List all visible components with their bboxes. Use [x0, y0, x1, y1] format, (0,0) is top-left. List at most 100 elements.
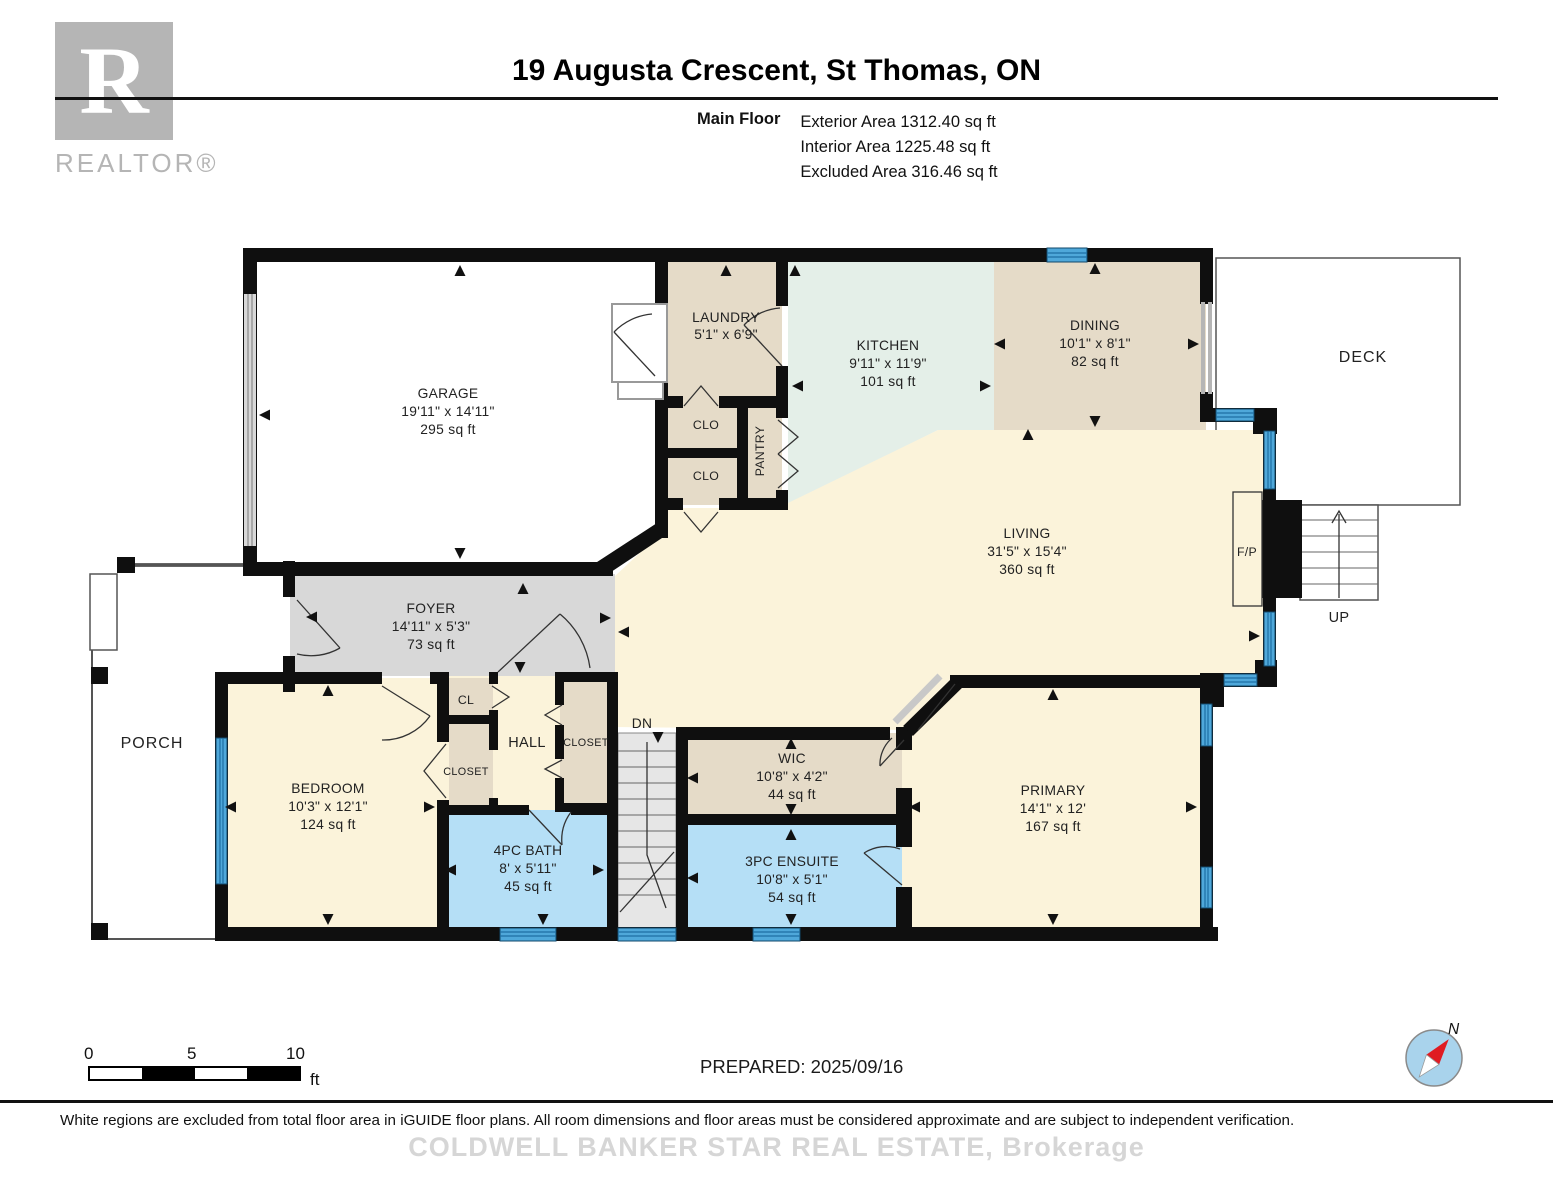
stairs-down — [617, 732, 677, 930]
realtor-logo: R REALTOR® — [55, 22, 219, 179]
deck-label: DECK — [1339, 349, 1387, 366]
interior-area: Interior Area 1225.48 sq ft — [800, 138, 991, 156]
garage-area: 295 sq ft — [420, 422, 476, 437]
clo-upper-bifold — [683, 384, 719, 407]
disclaimer-text: White regions are excluded from total fl… — [60, 1112, 1295, 1129]
kitchen-label: KITCHEN — [857, 338, 920, 353]
closet-hall-label: CLOSET — [563, 737, 609, 749]
bedroom-fill — [221, 678, 445, 933]
pantry-label: PANTRY — [753, 426, 767, 477]
area-stats: Exterior Area 1312.40 sq ft Interior Are… — [800, 110, 997, 185]
ensuite-area: 54 sq ft — [768, 890, 816, 905]
living-fill — [615, 430, 1270, 730]
garage-laundry-door — [613, 313, 656, 377]
clo-lower-label: CLO — [693, 469, 719, 483]
foyer-area: 73 sq ft — [407, 637, 455, 652]
pocket-door-primary — [892, 673, 943, 725]
cl-label: CL — [458, 693, 474, 707]
primary-label: PRIMARY — [1021, 783, 1086, 798]
porch-label: PORCH — [121, 735, 184, 752]
foyer-dims: 14'11" x 5'3" — [392, 619, 471, 634]
laundry-kitchen-door — [743, 307, 783, 367]
closet-hall-fill — [560, 678, 611, 807]
primary-door — [917, 683, 956, 731]
prepared-date: PREPARED: 2025/09/16 — [700, 1056, 904, 1077]
living-label: LIVING — [1003, 526, 1050, 541]
bath-fill — [443, 810, 613, 933]
scale-bar-segment — [142, 1068, 195, 1079]
garage-dims: 19'11" x 14'11" — [401, 404, 494, 419]
window-bedroom — [215, 737, 228, 885]
porch — [89, 557, 244, 940]
compass: N — [1405, 1021, 1463, 1087]
hall-label: HALL — [508, 735, 545, 751]
kitchen-fill — [788, 262, 994, 503]
floor-stats: Main Floor Exterior Area 1312.40 sq ft I… — [697, 110, 998, 185]
fixtures — [244, 294, 1263, 725]
bath-dims: 8' x 5'11" — [499, 861, 556, 876]
windows — [215, 247, 1276, 942]
kitchen-area: 101 sq ft — [860, 374, 916, 389]
compass-needle-south — [1418, 1053, 1440, 1078]
compass-n-label: N — [1448, 1021, 1460, 1038]
header-divider — [55, 97, 1498, 100]
realtor-logo-icon: R — [55, 22, 173, 140]
front-door — [296, 599, 341, 657]
pantry-bifold — [777, 419, 800, 489]
wic-area: 44 sq ft — [768, 787, 816, 802]
compass-needle-north — [1426, 1039, 1449, 1065]
wic-label: WIC — [778, 751, 806, 766]
dining-area: 82 sq ft — [1071, 354, 1119, 369]
footer-divider — [0, 1100, 1553, 1103]
foyer-fill — [290, 574, 615, 676]
scale-tick-10: 10 — [286, 1044, 305, 1063]
fireplace — [1232, 491, 1263, 607]
dining-label: DINING — [1070, 318, 1120, 333]
ensuite-label: 3PC ENSUITE — [745, 854, 839, 869]
floor-name: Main Floor — [697, 110, 781, 128]
window-living-upper — [1263, 430, 1276, 490]
closet-bedroom-label: CLOSET — [443, 766, 489, 778]
bath-label: 4PC BATH — [494, 843, 563, 858]
laundry-label: LAUNDRY — [692, 310, 760, 325]
fireplace-chimney — [1262, 500, 1302, 598]
window-deck-corner-top — [1215, 408, 1255, 422]
scale-tick-0: 0 — [84, 1044, 94, 1063]
room-labels: GARAGE 19'11" x 14'11" 295 sq ft LAUNDRY… — [288, 310, 1130, 905]
laundry-block-fill — [661, 255, 782, 505]
doors — [296, 307, 956, 886]
bedroom-label: BEDROOM — [291, 781, 364, 796]
small-labels: CLO CLO PANTRY CL CLOSET HALL CLOSET DN … — [121, 349, 1387, 778]
ensuite-door — [863, 845, 903, 886]
window-living-bottom-corner — [1223, 673, 1258, 687]
bedroom-dims: 10'3" x 12'1" — [288, 799, 368, 814]
window-living-lower — [1263, 611, 1276, 667]
wic-dims: 10'8" x 4'2" — [756, 769, 828, 784]
fp-label: F/P — [1237, 545, 1257, 559]
window-dining-top — [1046, 247, 1088, 263]
bedroom-area: 124 sq ft — [300, 817, 356, 832]
scale-tick-5: 5 — [187, 1044, 197, 1063]
living-dims: 31'5" x 15'4" — [987, 544, 1067, 559]
ensuite-dims: 10'8" x 5'1" — [756, 872, 828, 887]
hall-closet-bifolds — [543, 704, 563, 779]
cl-door-chevron — [491, 685, 511, 709]
realtor-logo-label: REALTOR® — [55, 148, 219, 178]
garage-entry-landing — [611, 303, 668, 400]
exterior-stairs-up — [1299, 504, 1379, 601]
dn-label: DN — [632, 716, 653, 731]
primary-fill — [902, 681, 1207, 933]
primary-area: 167 sq ft — [1025, 819, 1081, 834]
brokerage-watermark: COLDWELL BANKER STAR REAL ESTATE, Broker… — [408, 1132, 1145, 1162]
exterior-area: Exterior Area 1312.40 sq ft — [800, 113, 996, 131]
page-title: 19 Augusta Crescent, St Thomas, ON — [511, 54, 1041, 87]
cl-fill — [443, 678, 493, 718]
garage-door — [244, 294, 256, 546]
sliding-door-deck — [1201, 302, 1212, 394]
room-fills — [221, 255, 1270, 933]
bedroom-closet-bifold — [423, 742, 449, 800]
clo-upper-label: CLO — [693, 418, 719, 432]
kitchen-dims: 9'11" x 11'9" — [849, 356, 927, 371]
